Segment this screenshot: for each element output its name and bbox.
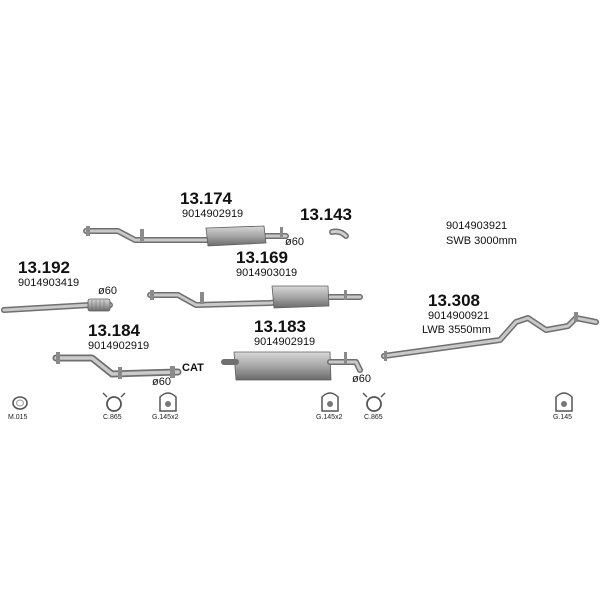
accessory-label-g145x2-b[interactable]: G.145x2 (316, 414, 343, 421)
diameter-13-184: ø60 (152, 376, 171, 388)
part-code-13-184[interactable]: 13.184 (88, 321, 140, 340)
part-code-13-174[interactable]: 13.174 (180, 189, 232, 208)
rubber-hanger-icon (321, 392, 339, 412)
part-13-174-drawing[interactable] (83, 225, 289, 247)
rubber-hanger-icon (159, 392, 177, 412)
clamp-icon (362, 392, 386, 412)
part-code-13-143[interactable]: 13.143 (300, 205, 352, 224)
part-13-192-drawing[interactable] (1, 298, 113, 313)
accessory-label-c865-b[interactable]: C.865 (364, 414, 383, 421)
part-13-143-drawing[interactable] (329, 228, 349, 239)
part-number-13-184: 9014902919 (88, 340, 150, 352)
part-code-13-183[interactable]: 13.183 (254, 317, 306, 336)
clamp-icon (102, 392, 126, 412)
diameter-13-192: ø60 (98, 285, 117, 297)
lwb-length-note: LWB 3550mm (422, 324, 491, 336)
accessory-label-m015[interactable]: M.015 (8, 414, 28, 421)
part-number-13-174: 9014902919 (182, 208, 244, 220)
rubber-hanger-icon (555, 392, 573, 412)
part-code-13-308[interactable]: 13.308 (428, 291, 480, 310)
swb-length-note: SWB 3000mm (446, 235, 517, 247)
diameter-13-174: ø60 (285, 236, 304, 248)
accessory-label-g145x2[interactable]: G.145x2 (152, 414, 179, 421)
part-number-13-183: 9014902919 (254, 336, 316, 348)
part-13-183-drawing[interactable] (221, 351, 363, 381)
diameter-13-183: ø60 (352, 373, 371, 385)
part-code-13-192[interactable]: 13.192 (18, 258, 70, 277)
cat-tag: CAT (182, 362, 204, 374)
part-number-13-192: 9014903419 (18, 277, 80, 289)
accessory-label-c865[interactable]: C.865 (103, 414, 122, 421)
swb-part-number: 9014903921 (446, 220, 508, 232)
accessory-label-g145[interactable]: G.145 (553, 414, 573, 421)
part-number-13-169: 9014903019 (236, 267, 298, 279)
part-code-13-169[interactable]: 13.169 (236, 248, 288, 267)
part-13-169-drawing[interactable] (147, 285, 363, 309)
part-13-184-drawing[interactable] (52, 352, 182, 379)
part-number-13-308: 9014900921 (428, 310, 490, 322)
ring-gasket-icon (12, 396, 28, 410)
part-13-308-drawing[interactable] (381, 312, 599, 361)
